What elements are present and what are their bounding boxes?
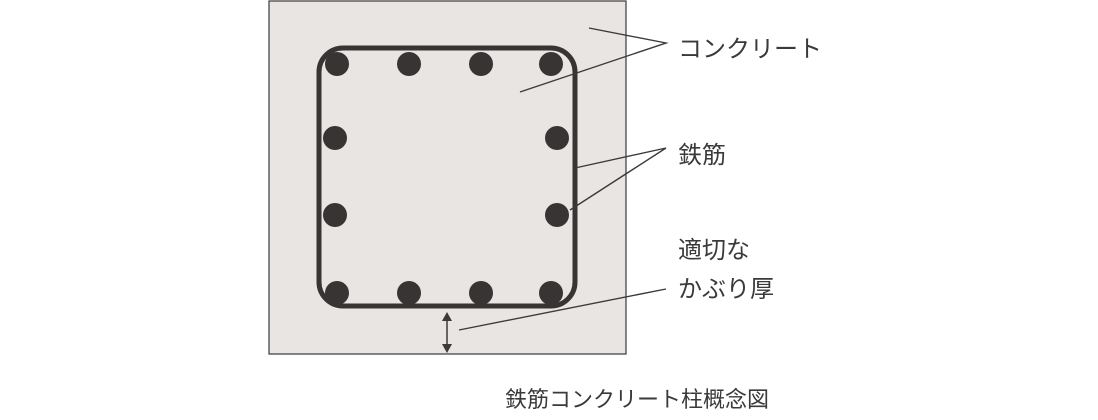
rebar-bar (325, 52, 349, 76)
rebar-bar (323, 126, 347, 150)
cover-label-line2: かぶり厚 (678, 275, 774, 303)
rebar-bar (325, 281, 349, 305)
concrete-section (268, 0, 627, 355)
concrete-label: コンクリート (678, 35, 822, 63)
rebar-bar (469, 281, 493, 305)
rebar-bar (323, 203, 347, 227)
rebar-label: 鉄筋 (678, 141, 726, 169)
rebar-bar (397, 52, 421, 76)
rebar-bar (539, 52, 563, 76)
cover-label-line1: 適切な (678, 236, 750, 264)
rebar-tie (316, 45, 578, 309)
main-bars (323, 52, 569, 305)
rebar-bar (397, 281, 421, 305)
cover-leader (458, 288, 667, 331)
rebar-bar (545, 126, 569, 150)
diagram-caption: 鉄筋コンクリート柱概念図 (505, 388, 769, 413)
rebar-leader (569, 147, 667, 211)
rebar-bar (539, 281, 563, 305)
concrete-leader (519, 27, 669, 93)
rebar-bar (545, 203, 569, 227)
leader-lines (458, 27, 669, 331)
cover-arrow (442, 312, 452, 353)
rebar-bar (469, 52, 493, 76)
